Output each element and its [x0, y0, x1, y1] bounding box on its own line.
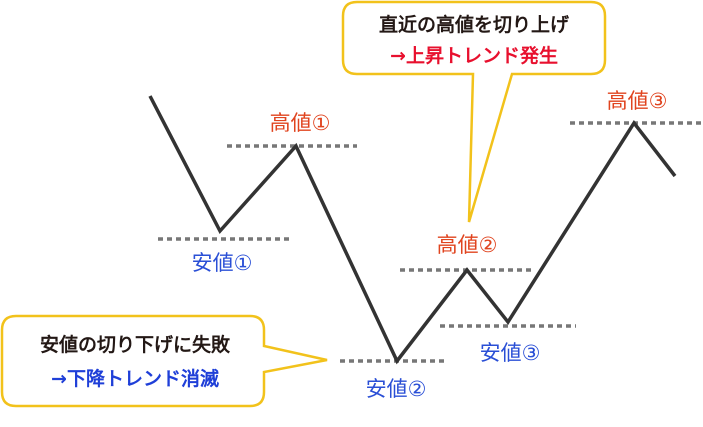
high1-label: 高値① [270, 111, 331, 135]
low1-label: 安値① [192, 251, 253, 275]
callout-top-line1: 直近の高値を切り上げ [379, 13, 570, 36]
callout-bottom-line2: →下降トレンド消滅 [51, 367, 219, 390]
callout-top: 直近の高値を切り上げ →上昇トレンド発生 [341, 0, 607, 223]
low2-label: 安値② [366, 377, 427, 401]
callout-bottom: 安値の切り下げに失敗 →下降トレンド消滅 [0, 314, 328, 408]
high2-label: 高値② [437, 233, 498, 257]
low3-label: 安値③ [480, 341, 541, 365]
price-line [148, 95, 677, 365]
callout-top-line2: →上昇トレンド発生 [390, 44, 558, 67]
callout-bottom-line1: 安値の切り下げに失敗 [40, 333, 231, 356]
high3-label: 高値③ [607, 89, 668, 113]
